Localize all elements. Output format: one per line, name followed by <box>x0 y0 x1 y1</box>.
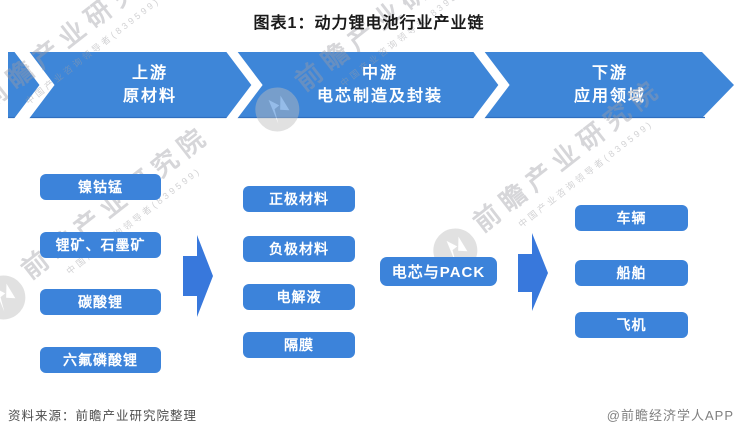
node-cell-and-pack: 电芯与PACK <box>380 257 497 286</box>
figure-title: 图表1：动力锂电池行业产业链 <box>253 15 485 32</box>
segment-midstream-line1: 中游 <box>361 64 398 82</box>
segment-upstream-line1: 上游 <box>131 64 168 82</box>
banner-left-notch <box>13 52 55 120</box>
chevron-banner <box>8 52 734 120</box>
banner-separator-1 <box>224 52 263 120</box>
banner-segment-downstream: 下游 应用领域 <box>518 52 702 118</box>
node-nickel-cobalt-manganese: 镍钴锰 <box>40 174 161 200</box>
node-lithium-hexafluorophosphate: 六氟磷酸锂 <box>40 347 161 373</box>
node-electrolyte: 电解液 <box>243 284 355 310</box>
segment-midstream-line2: 电芯制造及封装 <box>316 87 443 105</box>
node-lithium-graphite-ore: 锂矿、石墨矿 <box>40 232 161 258</box>
segment-downstream-line2: 应用领域 <box>573 87 646 105</box>
banner-segment-midstream: 中游 电芯制造及封装 <box>288 52 472 118</box>
flow-arrow-right-icon <box>183 235 213 317</box>
banner-segment-upstream: 上游 原材料 <box>58 52 242 118</box>
node-separator-membrane: 隔膜 <box>243 332 355 358</box>
segment-downstream-line1: 下游 <box>591 64 628 82</box>
node-ships: 船舶 <box>575 260 688 286</box>
node-vehicles: 车辆 <box>575 205 688 231</box>
banner-separator-2 <box>471 52 510 120</box>
banner-band <box>8 52 734 118</box>
source-note: 资料来源：前瞻产业研究院整理 <box>8 409 198 423</box>
segment-upstream-line2: 原材料 <box>122 87 177 105</box>
flow-arrow-right-icon <box>518 233 548 311</box>
watermark-logo-icon <box>0 275 26 320</box>
credit-note: @前瞻经济学人APP <box>606 408 734 423</box>
node-anode-material: 负极材料 <box>243 236 355 262</box>
node-lithium-carbonate: 碳酸锂 <box>40 289 161 315</box>
node-aircraft: 飞机 <box>575 312 688 338</box>
node-cathode-material: 正极材料 <box>243 186 355 212</box>
